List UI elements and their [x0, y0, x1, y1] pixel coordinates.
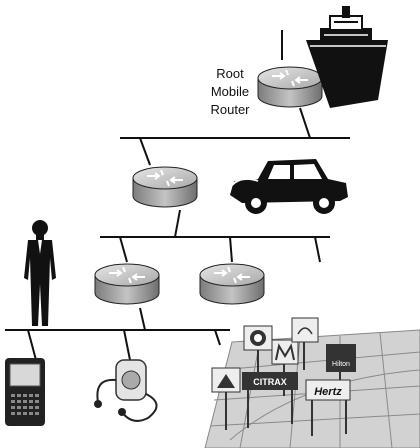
hilton-text: Hilton: [332, 361, 350, 368]
map-sign-bmw: [243, 325, 273, 372]
map-sign-hotel: [291, 317, 319, 370]
pda-icon: [5, 358, 45, 426]
city-map-icon: Hilton CITRAX Hertz: [204, 317, 420, 448]
root-router-label-line3: Router: [210, 102, 250, 117]
root-router-label-line2: Mobile: [211, 84, 249, 99]
router-level-3-right: [199, 263, 265, 305]
map-sign-mcdonalds: [271, 339, 299, 396]
citrax-text: CITRAX: [253, 377, 287, 387]
businessman-icon: [24, 220, 56, 326]
headset-icon: [94, 359, 158, 422]
map-sign-hertz: Hertz: [305, 379, 351, 436]
map-sign-shell: [211, 367, 241, 430]
router-level-3-left: [94, 263, 160, 305]
router-level-2: [132, 166, 198, 208]
root-router-label-line1: Root: [216, 66, 244, 81]
network-links: [5, 30, 350, 361]
root-mobile-router: [257, 66, 323, 108]
ship-icon: [306, 6, 388, 108]
map-sign-citrax: CITRAX: [242, 372, 298, 428]
hertz-text: Hertz: [314, 386, 342, 398]
car-icon: [230, 159, 348, 214]
